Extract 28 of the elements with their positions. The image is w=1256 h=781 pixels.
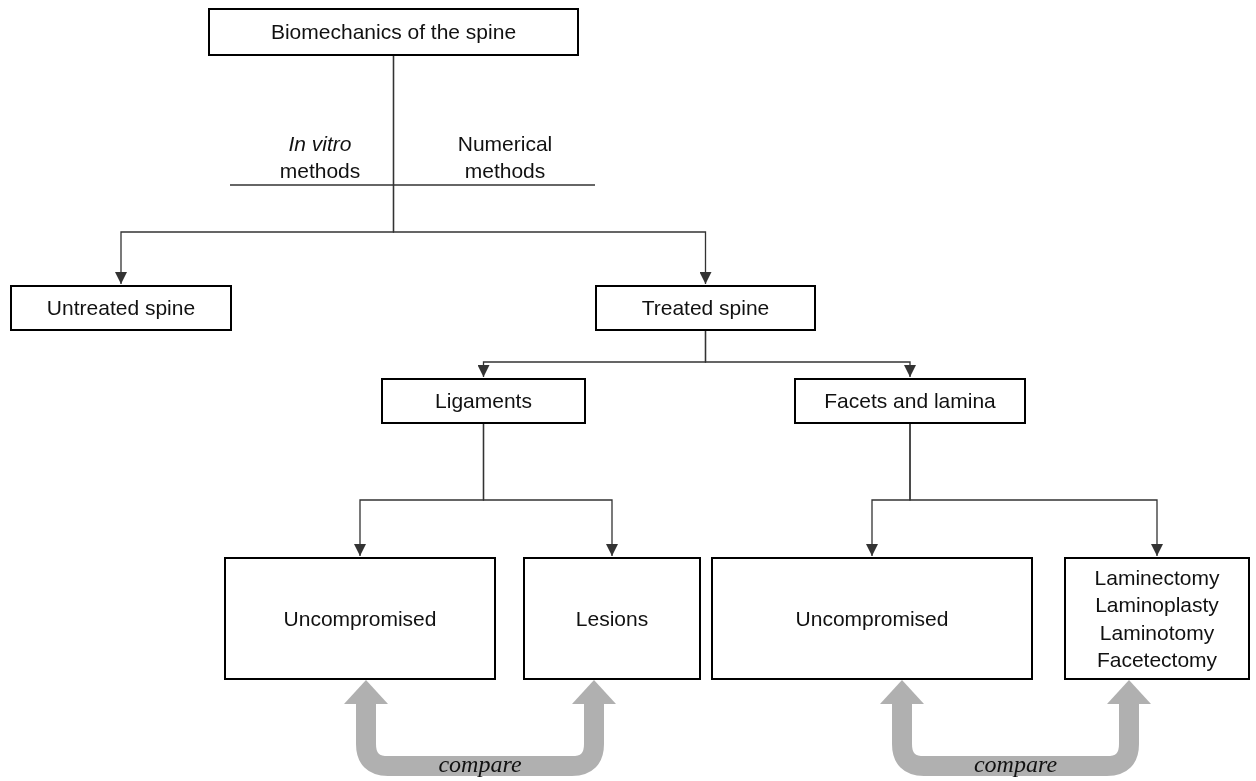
category-box bbox=[1064, 557, 1250, 680]
arrow bbox=[482, 423, 618, 557]
box-text: Lesions bbox=[575, 605, 649, 632]
category-box bbox=[794, 378, 1026, 424]
method-label: Numerical methods bbox=[456, 131, 554, 185]
box-text: Laminectomy Laminoplasty Laminotomy Facetectomy bbox=[1093, 564, 1221, 673]
box-text: Uncompromised bbox=[283, 605, 437, 632]
category-box bbox=[523, 557, 701, 680]
box-text: Treated spine bbox=[641, 295, 770, 322]
category-box bbox=[208, 8, 579, 56]
compare-arrow bbox=[344, 680, 616, 776]
edge-label: compare bbox=[438, 751, 522, 779]
category-box bbox=[10, 285, 232, 331]
box-text: Untreated spine bbox=[46, 295, 196, 322]
edge-label: compare bbox=[973, 751, 1058, 779]
category-box bbox=[381, 378, 586, 424]
box-text: Biomechanics of the spine bbox=[270, 19, 517, 46]
arrow bbox=[392, 55, 712, 285]
compare-arrow bbox=[880, 680, 1151, 776]
category-box bbox=[224, 557, 496, 680]
category-box bbox=[711, 557, 1033, 680]
box-text: Facets and lamina bbox=[824, 388, 996, 415]
box-text: Ligaments bbox=[435, 388, 532, 415]
method-label: In vitro methods bbox=[278, 131, 362, 185]
arrow bbox=[704, 330, 916, 378]
arrow bbox=[909, 423, 1163, 557]
box-text: Uncompromised bbox=[795, 605, 949, 632]
category-box bbox=[595, 285, 816, 331]
